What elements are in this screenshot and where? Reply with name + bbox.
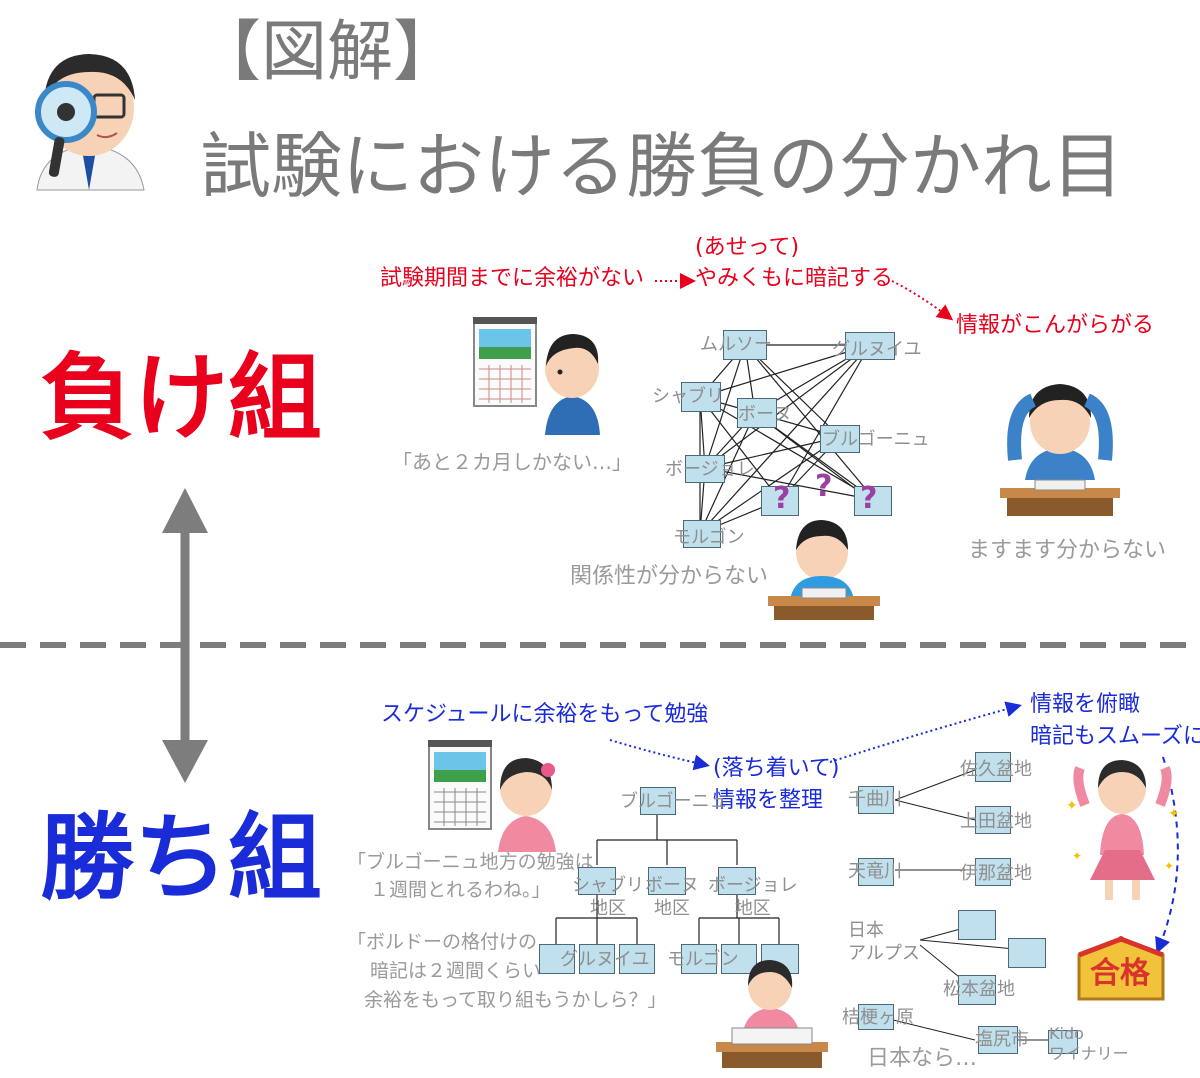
win-flow-overview2: 暗記もスムーズに bbox=[1030, 724, 1200, 749]
tree-district-label: シャブリ 地区 bbox=[572, 875, 644, 919]
node-box bbox=[761, 486, 799, 516]
node-box bbox=[820, 425, 860, 453]
node-label: グルヌイユ bbox=[832, 339, 922, 360]
japan-node bbox=[978, 1026, 1018, 1054]
pass-plaque-icon bbox=[1075, 935, 1167, 1003]
japan-node bbox=[958, 975, 996, 1005]
lose-more-confused: ますます分からない bbox=[968, 538, 1167, 563]
detective-avatar bbox=[22, 40, 157, 192]
tree-node-root bbox=[640, 787, 676, 815]
lose-flow-arrow-2 bbox=[891, 280, 954, 321]
svg-text:✦: ✦ bbox=[1168, 806, 1180, 822]
tree-node-district bbox=[648, 867, 686, 895]
studying-student-illustration bbox=[712, 958, 832, 1068]
confused-student-illustration bbox=[760, 510, 888, 620]
tree-node-leaf bbox=[539, 944, 575, 974]
calendar-icon bbox=[428, 740, 492, 830]
japan-node bbox=[975, 806, 1011, 834]
node-box bbox=[845, 332, 895, 360]
svg-text:✦: ✦ bbox=[1066, 798, 1078, 814]
japan-node bbox=[958, 910, 996, 940]
pass-label: 桔梗ヶ原 bbox=[842, 1007, 914, 1028]
worried-student-illustration bbox=[540, 330, 602, 435]
versus-arrow-up-head bbox=[162, 488, 208, 533]
win-label: 勝ち組 bbox=[40, 804, 323, 913]
question-mark-icon: ? bbox=[815, 469, 833, 504]
calm-student-illustration bbox=[490, 752, 562, 852]
win-quote2-line3: 余裕をもって取り組もうかしら？」 bbox=[364, 989, 667, 1011]
node-box bbox=[737, 398, 777, 428]
calendar-icon bbox=[473, 317, 537, 407]
happy-student-illustration: ✦ ✦ ✦ ✦ bbox=[1060, 750, 1185, 905]
question-mark-icon: ? bbox=[860, 481, 878, 516]
node-box bbox=[854, 486, 892, 516]
node-box bbox=[723, 330, 767, 360]
tree-root-label: ブルゴーニュ bbox=[620, 791, 728, 812]
versus-arrow-down-head bbox=[162, 740, 208, 783]
win-flow-calm: (落ち着いて) bbox=[713, 756, 840, 781]
lose-flow-tangled: 情報がこんがらがる bbox=[956, 313, 1155, 338]
pass-plaque-label: 合格 bbox=[1090, 956, 1150, 991]
lose-flow-memorize: やみくもに暗記する bbox=[695, 266, 894, 291]
node-box bbox=[685, 455, 725, 483]
japan-node bbox=[975, 752, 1011, 782]
win-quote2-line2: 暗記は２週間くらい bbox=[370, 960, 542, 982]
tree-district-label: ボージョレ 地区 bbox=[708, 875, 798, 919]
basin-label: 佐久盆地 bbox=[960, 759, 1032, 780]
win-quote1-line2: １週間とれるわね。」 bbox=[370, 879, 551, 901]
node-label: ボーヌ bbox=[738, 404, 792, 425]
svg-text:✦: ✦ bbox=[1164, 859, 1174, 873]
alps-label: 日本 アルプス bbox=[848, 920, 920, 964]
basin-label: 松本盆地 bbox=[943, 979, 1015, 1000]
basin-label: 伊那盆地 bbox=[960, 863, 1032, 884]
page-title-line2: 試験における勝負の分かれ目 bbox=[200, 125, 1124, 208]
japan-node bbox=[975, 858, 1011, 886]
winery-label: Kido ワイナリー bbox=[1049, 1024, 1129, 1063]
tree-node-leaf bbox=[681, 944, 717, 974]
node-box bbox=[681, 382, 721, 412]
frustrated-student-illustration bbox=[985, 370, 1135, 520]
win-flow-organize: 情報を整理 bbox=[713, 788, 824, 813]
tree-node-leaf bbox=[619, 944, 655, 974]
tree-node-leaf bbox=[721, 944, 757, 974]
win-flow-start: スケジュールに余裕をもって勉強 bbox=[381, 702, 709, 727]
node-label: ムルソー bbox=[700, 334, 772, 355]
win-flow-overview1: 情報を俯瞰 bbox=[1030, 692, 1141, 717]
node-label: シャブリ bbox=[652, 386, 724, 407]
lose-flow-start: 試験期間までに余裕がない bbox=[380, 266, 645, 291]
lose-quote: 「あと２カ月しかない…」 bbox=[392, 450, 632, 474]
tree-node-leaf bbox=[579, 944, 615, 974]
japan-node bbox=[1008, 938, 1046, 968]
node-label: ボージョレ bbox=[665, 459, 755, 480]
lose-no-relation: 関係性が分からない bbox=[570, 564, 769, 589]
japan-node bbox=[858, 1004, 894, 1030]
win-flow-arrow-1 bbox=[609, 739, 710, 771]
node-box bbox=[683, 520, 721, 548]
win-quote2-line1: 「ボルドーの格付けの bbox=[347, 931, 538, 953]
node-label: ブルゴーニュ bbox=[822, 429, 930, 450]
japan-footer: 日本なら… bbox=[867, 1046, 978, 1071]
tree-district-label: ボーヌ 地区 bbox=[645, 875, 699, 919]
japan-node bbox=[858, 786, 894, 814]
organized-tree bbox=[555, 815, 780, 944]
tree-node-district bbox=[718, 867, 756, 895]
basin-label: 上田盆地 bbox=[960, 811, 1032, 832]
river-label: 天竜川 bbox=[848, 861, 902, 882]
lose-flow-hurry: (あせって) bbox=[695, 235, 800, 260]
question-mark-icon: ? bbox=[773, 481, 791, 516]
tree-node-district bbox=[578, 867, 616, 895]
japan-node bbox=[1048, 1030, 1078, 1054]
node-label: モルゴン bbox=[673, 527, 745, 548]
city-label: 塩尻市 bbox=[975, 1029, 1029, 1050]
win-quote1-line1: 「ブルゴーニュ地方の勉強は bbox=[347, 851, 594, 873]
svg-text:✦: ✦ bbox=[1072, 849, 1082, 863]
river-label: 千曲川 bbox=[848, 789, 902, 810]
win-flow-arrow-2 bbox=[829, 701, 1022, 763]
japan-node bbox=[858, 858, 894, 886]
tree-leaf-label: モルゴン bbox=[667, 949, 739, 970]
page-title-line1: 【図解】 bbox=[195, 13, 459, 90]
lose-label: 負け組 bbox=[40, 344, 323, 453]
tree-leaf-label: グルヌイユ bbox=[560, 949, 650, 970]
